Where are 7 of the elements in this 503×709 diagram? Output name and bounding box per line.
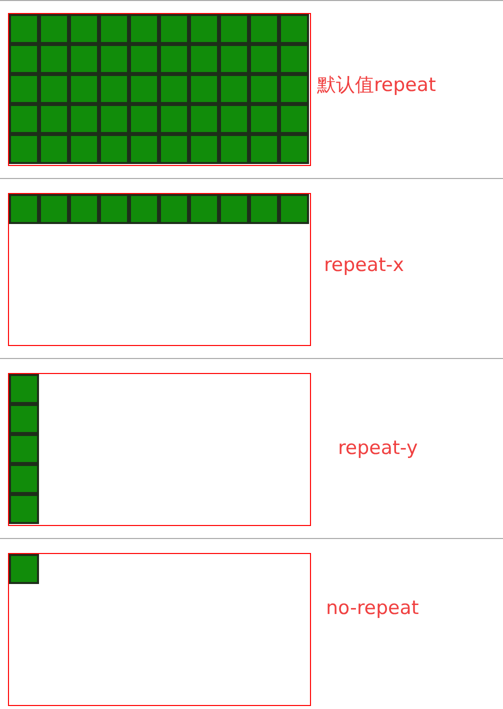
caption-text: no-repeat (326, 597, 419, 619)
caption-text: repeat-x (324, 254, 404, 276)
image-box (8, 553, 311, 706)
caption-text: 默认值repeat (317, 74, 436, 96)
image-box (8, 193, 311, 346)
image-box (8, 373, 311, 526)
caption-text: repeat-y (338, 437, 418, 459)
